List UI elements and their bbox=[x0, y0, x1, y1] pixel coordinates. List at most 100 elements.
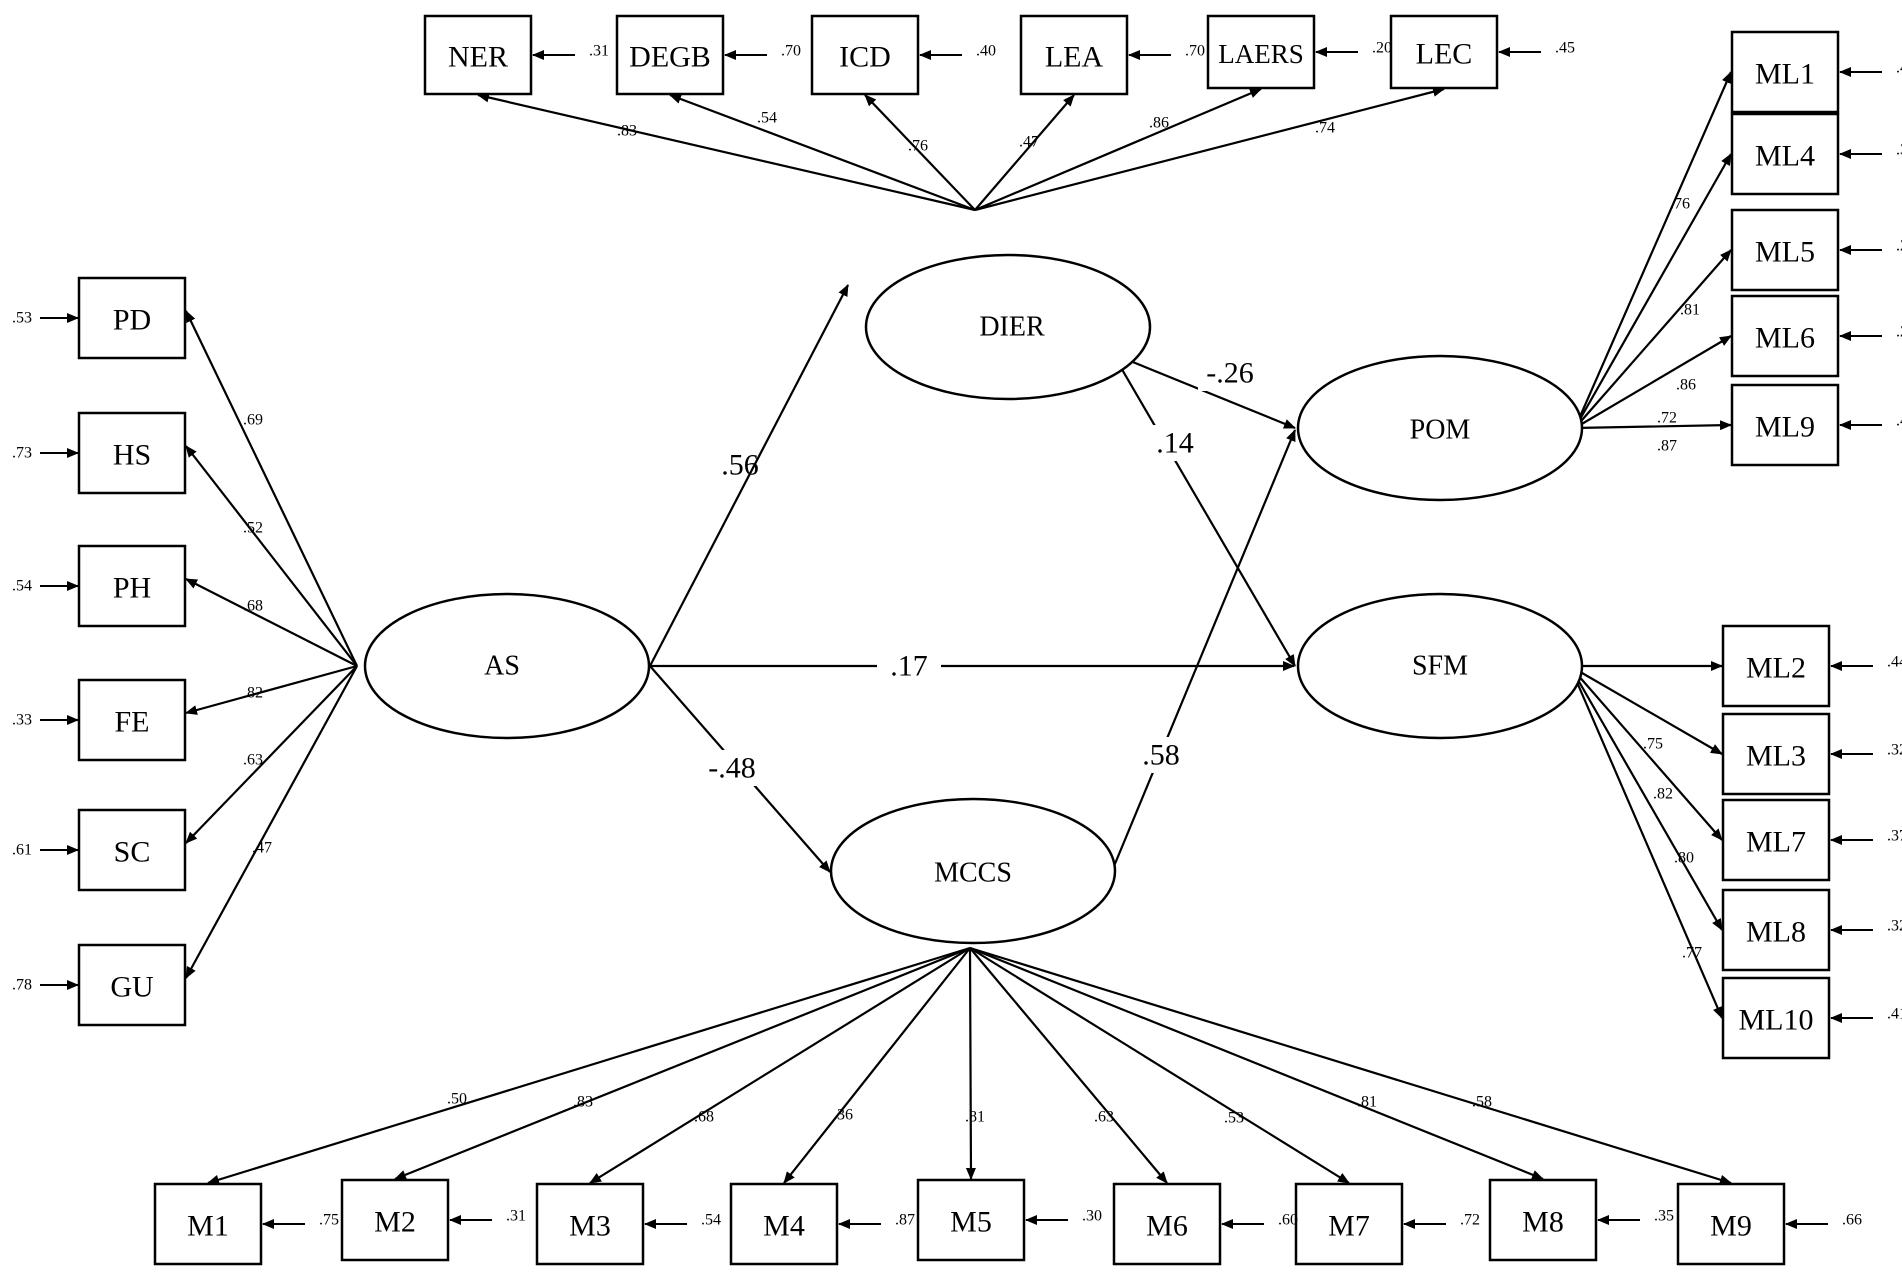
error-gu-value: .78 bbox=[12, 977, 32, 994]
loading-gu-value: .47 bbox=[252, 840, 272, 857]
loading-fe-value: .82 bbox=[243, 685, 263, 702]
latent-as-ellipse bbox=[363, 592, 651, 740]
loading-m3-value: .68 bbox=[694, 1109, 714, 1126]
indicator-hs-label: HS bbox=[113, 439, 151, 472]
loading-arrow-dier-icd bbox=[864, 94, 976, 211]
indicator-m1-label: M1 bbox=[187, 1210, 229, 1243]
error-m3-value: .54 bbox=[701, 1212, 721, 1229]
indicator-ph-label: PH bbox=[113, 572, 151, 605]
error-ml9-value: .49 bbox=[1896, 413, 1902, 430]
loading-arrow-sfm-ml7 bbox=[1569, 665, 1723, 841]
loading-m1-value: .50 bbox=[447, 1091, 467, 1108]
loading-m2-value: .83 bbox=[573, 1094, 593, 1111]
error-ml6-value: .24 bbox=[1896, 324, 1902, 341]
latent-pom-label: POM bbox=[1410, 415, 1471, 446]
indicator-ml6-label: ML6 bbox=[1755, 322, 1815, 355]
indicator-fe-box bbox=[77, 678, 187, 762]
loading-arrow-as-pd bbox=[185, 310, 358, 667]
loading-arrow-pom-ml9 bbox=[1574, 420, 1732, 431]
loading-ml8-value: .80 bbox=[1674, 850, 1694, 867]
loading-arrow-sfm-ml10 bbox=[1568, 665, 1724, 1019]
error-hs-value: .73 bbox=[12, 445, 32, 462]
indicator-ml10-label: ML10 bbox=[1739, 1004, 1814, 1037]
latent-dier-label: DIER bbox=[979, 312, 1045, 343]
loading-arrow-mccs-m4 bbox=[783, 947, 971, 1184]
indicator-m6-label: M6 bbox=[1146, 1210, 1188, 1243]
latent-mccs-label: MCCS bbox=[934, 858, 1012, 889]
loading-arrow-mccs-m2 bbox=[394, 946, 971, 1181]
loading-arrow-pom-ml1 bbox=[1573, 71, 1733, 429]
loading-ner-value: .83 bbox=[617, 123, 637, 140]
indicator-ml10-box bbox=[1721, 976, 1831, 1060]
indicator-m8-label: M8 bbox=[1522, 1206, 1564, 1239]
indicator-m9-box bbox=[1676, 1182, 1786, 1266]
loading-m6-value: .63 bbox=[1094, 1109, 1114, 1126]
error-m6-value: .60 bbox=[1278, 1212, 1298, 1229]
latent-sfm-ellipse bbox=[1296, 592, 1584, 740]
error-ml5-value: .27 bbox=[1896, 238, 1902, 255]
indicator-m4-label: M4 bbox=[763, 1210, 805, 1243]
loading-arrow-dier-lec bbox=[974, 86, 1445, 212]
loading-lec-value: .74 bbox=[1315, 120, 1335, 137]
error-ph-value: .54 bbox=[12, 578, 32, 595]
latent-dier-ellipse bbox=[864, 253, 1152, 401]
path-label-background bbox=[1129, 737, 1193, 773]
indicator-m8-box bbox=[1488, 1178, 1598, 1262]
indicator-m5-box bbox=[916, 1178, 1026, 1262]
indicator-pd-box bbox=[77, 276, 187, 360]
indicator-ml1-box bbox=[1730, 30, 1840, 114]
path-coef-dier-sfm: .14 bbox=[1156, 427, 1194, 460]
indicator-lec-box bbox=[1389, 14, 1499, 90]
indicator-degb-box bbox=[615, 14, 725, 96]
error-ml2-value: .44 bbox=[1887, 654, 1902, 671]
error-m4-value: .87 bbox=[895, 1212, 915, 1229]
indicator-m4-box bbox=[729, 1182, 839, 1266]
loading-pd-value: .69 bbox=[243, 412, 263, 429]
loading-arrow-sfm-ml8 bbox=[1569, 665, 1723, 931]
indicator-sc-box bbox=[77, 808, 187, 892]
indicator-fe-label: FE bbox=[114, 706, 149, 739]
error-ml3-value: .32 bbox=[1887, 742, 1902, 759]
indicator-ml4-label: ML4 bbox=[1755, 140, 1815, 173]
indicator-ml8-box bbox=[1721, 888, 1831, 972]
path-coef-dier-pom: -.26 bbox=[1206, 357, 1254, 390]
indicator-m1-box bbox=[153, 1182, 263, 1266]
indicator-ml1-label: ML1 bbox=[1755, 58, 1815, 91]
indicator-laers-label: LAERS bbox=[1218, 39, 1304, 69]
path-coef-as-dier: .56 bbox=[721, 449, 759, 482]
indicator-laers-box bbox=[1206, 14, 1316, 90]
error-degb-value: .70 bbox=[781, 43, 801, 60]
error-m2-value: .31 bbox=[506, 1208, 526, 1225]
path-coef-mccs-pom: .58 bbox=[1142, 739, 1180, 772]
loading-lea-value: .47 bbox=[1019, 134, 1039, 151]
loading-arrow-as-fe bbox=[185, 664, 358, 715]
loading-arrow-as-ph bbox=[185, 578, 358, 667]
indicator-m3-box bbox=[535, 1182, 645, 1266]
path-coef-as-mccs: -.48 bbox=[708, 752, 756, 785]
error-sc-value: .61 bbox=[12, 842, 32, 859]
error-m5-value: .30 bbox=[1082, 1208, 1102, 1225]
loading-ml5-value: .86 bbox=[1676, 377, 1696, 394]
indicator-m6-box bbox=[1112, 1182, 1222, 1266]
loading-arrow-mccs-m9 bbox=[969, 946, 1732, 1185]
indicator-ml5-box bbox=[1730, 208, 1840, 292]
loading-sc-value: .63 bbox=[243, 752, 263, 769]
path-as-to-dier bbox=[649, 284, 849, 667]
loading-arrow-dier-degb bbox=[669, 93, 976, 212]
loading-ml9-value: .87 bbox=[1657, 438, 1677, 455]
error-fe-value: .33 bbox=[12, 712, 32, 729]
loading-ml7-value: .82 bbox=[1653, 786, 1673, 803]
indicator-ml8-label: ML8 bbox=[1746, 916, 1806, 949]
error-pd-value: .53 bbox=[12, 310, 32, 327]
loading-degb-value: .54 bbox=[757, 110, 777, 127]
indicator-m2-label: M2 bbox=[374, 1206, 416, 1239]
error-laers-value: .20 bbox=[1372, 40, 1392, 57]
latent-sfm-label: SFM bbox=[1412, 651, 1468, 682]
loading-m7-value: .53 bbox=[1224, 1110, 1244, 1127]
indicator-ml7-label: ML7 bbox=[1746, 826, 1806, 859]
loading-ml10-value: .77 bbox=[1682, 945, 1702, 962]
loading-arrow-dier-lea bbox=[974, 94, 1075, 211]
error-m1-value: .75 bbox=[319, 1212, 339, 1229]
indicator-degb-label: DEGB bbox=[629, 41, 711, 74]
